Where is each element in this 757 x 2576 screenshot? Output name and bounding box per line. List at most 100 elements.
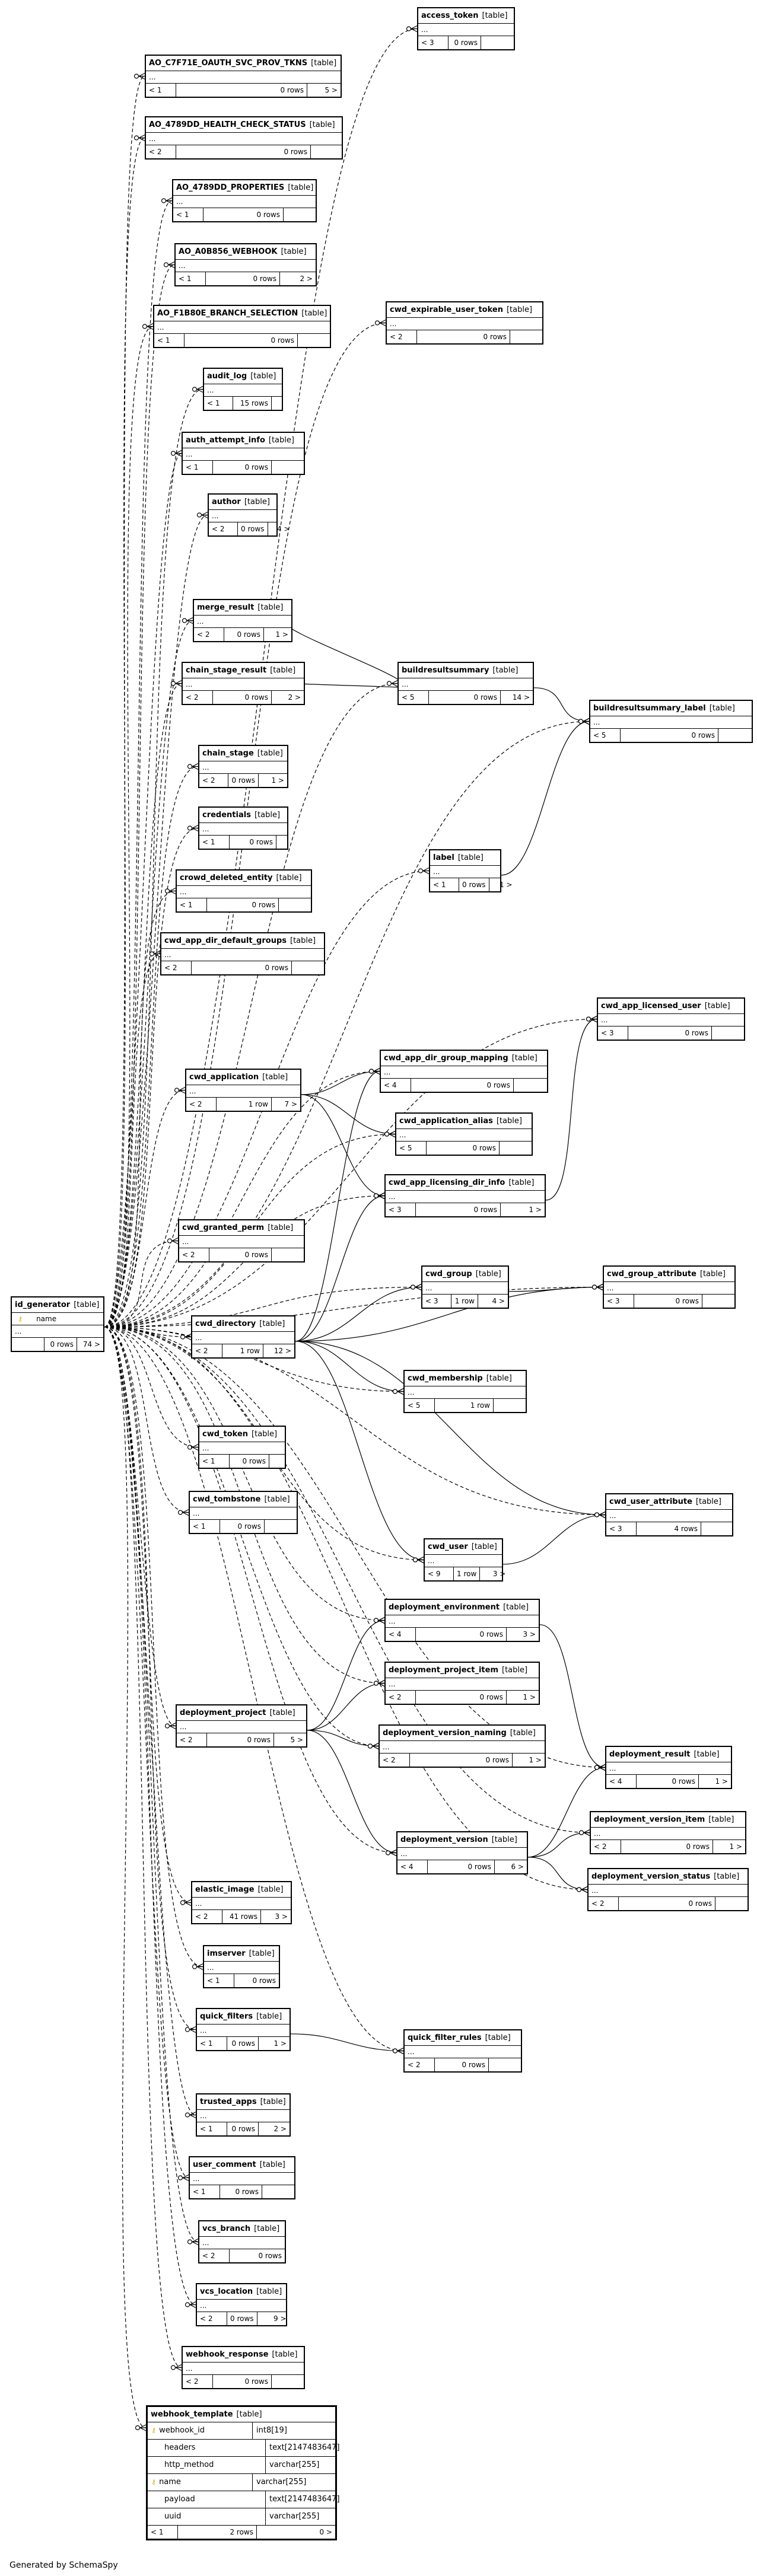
child-count [718, 729, 752, 742]
table-header: cwd_app_licensing_dir_info[table] [386, 1175, 545, 1190]
child-count: 1 > [500, 1203, 545, 1216]
table-node-ao-4789-hc[interactable]: AO_4789DD_HEALTH_CHECK_STATUS[table]...<… [145, 116, 343, 160]
table-name: deployment_version_item [594, 1815, 705, 1824]
key-icon: ⚷ [151, 2478, 157, 2486]
column-type: int8[19] [256, 2426, 287, 2435]
relationship-edge [295, 1070, 380, 1342]
ellipsis-row: ... [399, 678, 533, 690]
ellipsis-row: ... [146, 71, 341, 83]
table-header: quick_filters[table] [197, 2009, 290, 2024]
table-kind-label: [table] [256, 2287, 282, 2296]
child-count [481, 36, 514, 49]
table-header: audit_log[table] [204, 369, 282, 384]
relationship-edge [104, 1286, 422, 1328]
parent-count: < 1 [202, 838, 215, 846]
child-count: 1 > [488, 878, 516, 891]
table-kind-label: [table] [503, 1603, 529, 1612]
child-count: 3 > [506, 1628, 539, 1641]
table-name: cwd_app_licensing_dir_info [389, 1178, 505, 1187]
relationship-edge [295, 1341, 424, 1561]
child-count [499, 1142, 532, 1155]
table-header: vcs_branch[table] [199, 2221, 285, 2236]
table-header: cwd_application[table] [186, 1070, 300, 1085]
row-count: 0 rows [459, 878, 489, 891]
relationship-edge [104, 1327, 196, 2306]
parent-count: < 1 [200, 2125, 213, 2133]
ellipsis-row: ... [146, 132, 342, 145]
optional-marker [591, 1284, 597, 1290]
table-kind-label: [table] [250, 372, 276, 381]
ellipsis-row: ... [199, 1442, 285, 1454]
relationship-edge [104, 322, 386, 1328]
table-name: buildresultsummary [402, 666, 489, 675]
child-count: 1 > [258, 774, 287, 787]
table-node-ao-c7f[interactable]: AO_C7F71E_OAUTH_SVC_PROV_TKNS[table]...<… [145, 55, 342, 98]
optional-marker [576, 1887, 582, 1892]
parent-count: < 2 [164, 964, 177, 972]
table-header: cwd_app_dir_default_groups[table] [161, 933, 324, 948]
table-kind-label: [table] [506, 305, 533, 314]
table-header: quick_filter_rules[table] [405, 2030, 521, 2045]
table-kind-label: [table] [492, 666, 519, 675]
table-kind-label: [table] [475, 1270, 501, 1279]
table-name: cwd_group [425, 1270, 472, 1279]
table-header: cwd_granted_perm[table] [179, 1220, 304, 1235]
ellipsis-row: ... [204, 1961, 279, 1974]
